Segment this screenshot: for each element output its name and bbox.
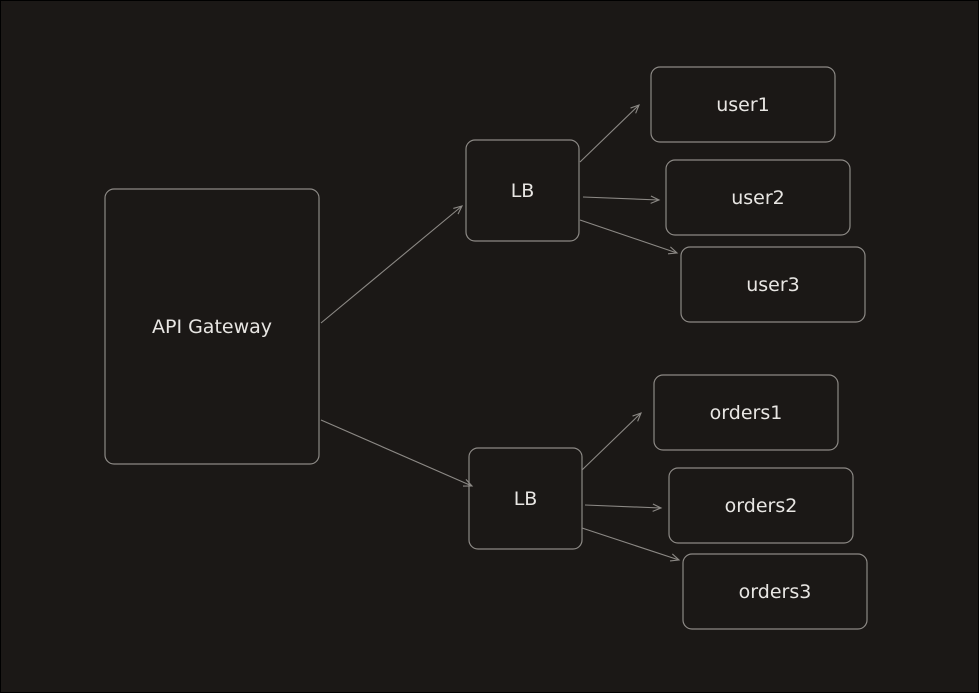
node-label: orders1 bbox=[710, 402, 783, 424]
node-box bbox=[682, 553, 868, 630]
node-label: orders3 bbox=[739, 581, 812, 603]
node-lb-users[interactable]: LB bbox=[465, 139, 580, 242]
arrowhead-icon bbox=[669, 553, 681, 562]
node-user1[interactable]: user1 bbox=[650, 66, 836, 143]
arrow-shaft bbox=[584, 504, 662, 509]
node-label: user3 bbox=[746, 274, 800, 296]
node-user2[interactable]: user2 bbox=[665, 159, 851, 236]
arrow-lb_users-to-user1[interactable] bbox=[579, 104, 640, 163]
node-box bbox=[680, 246, 866, 323]
node-user3[interactable]: user3 bbox=[680, 246, 866, 323]
node-orders2[interactable]: orders2 bbox=[668, 467, 854, 544]
arrow-lb_orders-to-orders1[interactable] bbox=[581, 412, 642, 471]
arrowhead-icon bbox=[453, 205, 464, 215]
node-box bbox=[668, 467, 854, 544]
arrowhead-icon bbox=[650, 195, 661, 204]
node-lb-orders[interactable]: LB bbox=[468, 447, 583, 550]
node-orders3[interactable]: orders3 bbox=[682, 553, 868, 630]
arrow-lb_orders-to-orders3[interactable] bbox=[581, 527, 681, 562]
node-box bbox=[650, 66, 836, 143]
node-label: API Gateway bbox=[152, 316, 272, 338]
arrow-lb_users-to-user2[interactable] bbox=[582, 195, 661, 204]
arrow-shaft bbox=[581, 412, 642, 471]
node-gateway[interactable]: API Gateway bbox=[104, 188, 320, 465]
node-box bbox=[465, 139, 580, 242]
node-box bbox=[468, 447, 583, 550]
arrow-lb_orders-to-orders2[interactable] bbox=[584, 503, 663, 512]
arrow-gateway-to-lb_orders[interactable] bbox=[320, 419, 474, 487]
node-box bbox=[653, 374, 839, 451]
arrow-shaft bbox=[579, 219, 678, 254]
arrow-shaft bbox=[320, 419, 473, 487]
arrowhead-icon bbox=[630, 104, 640, 114]
node-label: orders2 bbox=[725, 495, 798, 517]
node-label: user1 bbox=[716, 94, 770, 116]
arrow-lb_users-to-user3[interactable] bbox=[579, 219, 679, 255]
node-box bbox=[104, 188, 320, 465]
arrowhead-icon bbox=[667, 246, 679, 255]
arrowhead-icon bbox=[632, 412, 642, 422]
node-box bbox=[665, 159, 851, 236]
arrow-shaft bbox=[582, 196, 660, 201]
node-label: LB bbox=[511, 180, 535, 202]
arrow-shaft bbox=[320, 205, 463, 324]
arrowhead-icon bbox=[652, 503, 663, 512]
node-orders1[interactable]: orders1 bbox=[653, 374, 839, 451]
node-label: user2 bbox=[731, 187, 785, 209]
arrow-shaft bbox=[581, 527, 680, 561]
arrow-gateway-to-lb_users[interactable] bbox=[320, 205, 464, 324]
arrowhead-icon bbox=[462, 478, 474, 487]
arrow-shaft bbox=[579, 104, 640, 163]
node-label: LB bbox=[514, 488, 538, 510]
